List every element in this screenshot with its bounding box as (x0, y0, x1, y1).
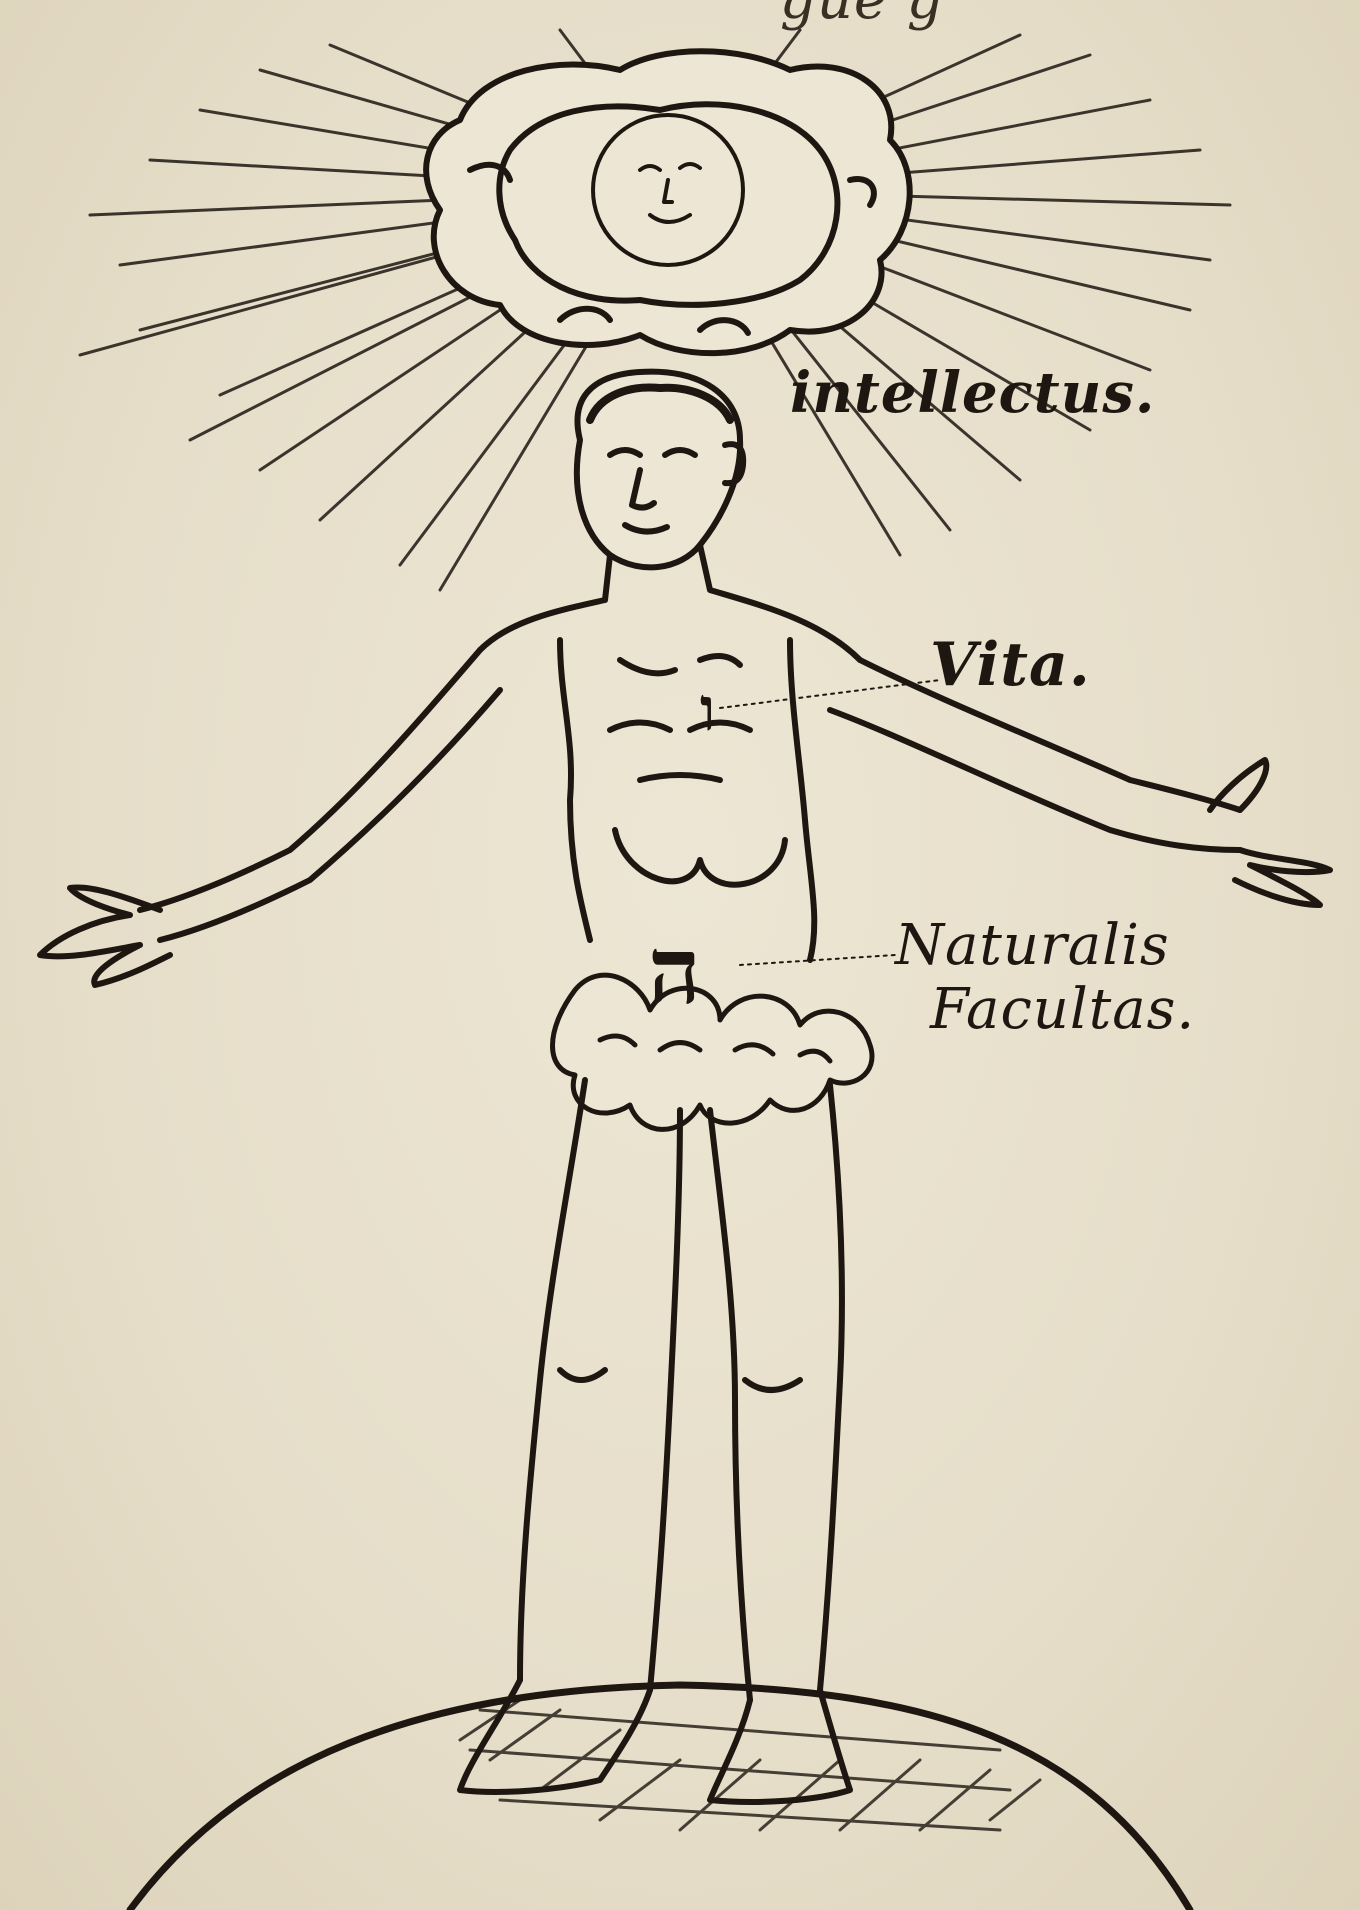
top-text-fragment: gue g (780, 0, 944, 28)
figure-body (480, 545, 860, 960)
label-facultas: Facultas. (930, 982, 1195, 1038)
globe (130, 1685, 1190, 1910)
figure-legs (520, 1080, 842, 1700)
label-vita: Vita. (930, 635, 1091, 695)
sun-face (593, 115, 743, 265)
figure-head (577, 372, 743, 568)
belly-letter: ה (648, 925, 702, 1017)
leaf-girdle (553, 975, 872, 1129)
label-intellectus: intellectus. (790, 365, 1155, 421)
label-naturalis: Naturalis (895, 918, 1170, 974)
heart-letter: ו (700, 680, 716, 740)
